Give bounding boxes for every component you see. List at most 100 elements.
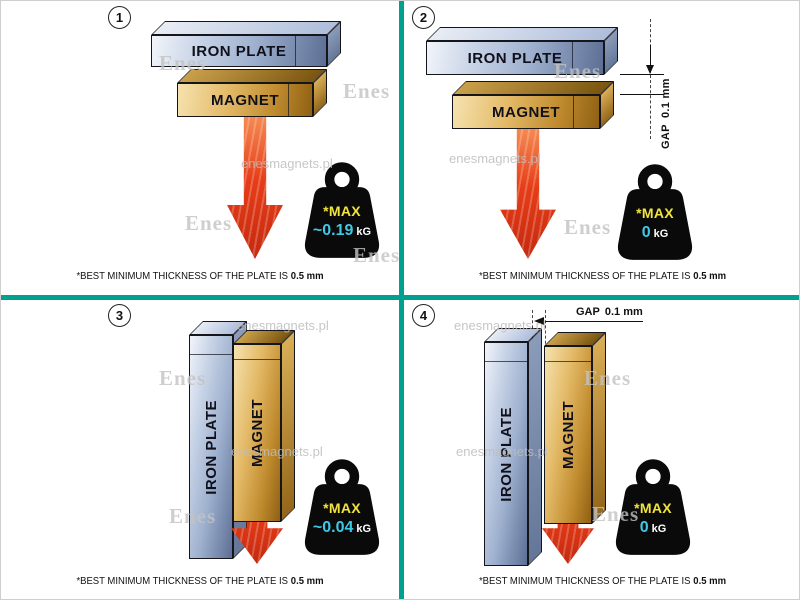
enes-logo-watermark: Enes bbox=[564, 215, 612, 239]
dimension-dashed-line bbox=[545, 310, 546, 354]
magnet-front-face: MAGNET bbox=[233, 344, 281, 522]
footnote-text: *BEST MINIMUM THICKNESS OF THE PLATE IS bbox=[76, 576, 288, 587]
iron-plate: IRON PLATE bbox=[426, 27, 618, 75]
enes-logo-watermark: Enes bbox=[343, 79, 391, 103]
kettlebell-shape bbox=[304, 162, 380, 258]
plate-top-face bbox=[151, 21, 341, 35]
magnet-label: MAGNET bbox=[559, 401, 577, 469]
weight-value-number: 0 bbox=[641, 224, 651, 241]
plate-label: IRON PLATE bbox=[191, 42, 287, 60]
magnet: MAGNET bbox=[452, 81, 614, 129]
iron-plate: IRON PLATE bbox=[484, 328, 542, 566]
panel-number-badge: 4 bbox=[412, 304, 435, 327]
magnet: MAGNET bbox=[544, 332, 606, 524]
magnet-front-face: MAGNET bbox=[177, 83, 313, 117]
gap-value: 0.1 mm bbox=[604, 306, 643, 318]
panel-number-badge: 3 bbox=[108, 304, 131, 327]
panel-number: 1 bbox=[115, 10, 124, 25]
magnet-label: MAGNET bbox=[211, 91, 279, 109]
panel-3: 3 Enes Enes enesmagnets.pl enesmagnets.p… bbox=[1, 300, 399, 599]
enes-logo-watermark: Enes bbox=[554, 59, 602, 83]
plate-label: IRON PLATE bbox=[467, 49, 563, 67]
weight-unit: kG bbox=[651, 523, 667, 535]
footnote-bold: 0.5 mm bbox=[290, 576, 324, 587]
panel-number-badge: 2 bbox=[412, 6, 435, 29]
magnet-front-face: MAGNET bbox=[452, 95, 600, 129]
footnote-text: *BEST MINIMUM THICKNESS OF THE PLATE IS bbox=[76, 271, 288, 282]
plate-front-face: IRON PLATE bbox=[189, 335, 233, 559]
dimension-arrowhead-icon bbox=[646, 65, 654, 74]
panel-number-badge: 1 bbox=[108, 6, 131, 29]
pull-force-arrow bbox=[227, 117, 283, 259]
kettlebell-shape bbox=[615, 459, 691, 555]
magnet-label: MAGNET bbox=[492, 103, 560, 121]
vertical-divider bbox=[399, 1, 404, 599]
site-watermark: enesmagnets.pl bbox=[449, 151, 541, 166]
enes-logo-watermark: Enes bbox=[169, 504, 217, 528]
gap-label: GAP 0.1 mm bbox=[660, 53, 672, 149]
panel-number: 3 bbox=[115, 308, 124, 323]
panel-number: 4 bbox=[419, 308, 428, 323]
iron-plate: IRON PLATE bbox=[151, 21, 341, 67]
site-watermark: enesmagnets.pl bbox=[237, 318, 329, 333]
magnet-front-face: MAGNET bbox=[544, 346, 592, 524]
dimension-dashed-line bbox=[650, 19, 651, 139]
kettlebell-shape bbox=[617, 164, 693, 260]
enes-logo-watermark: Enes bbox=[159, 366, 207, 390]
dimension-extension-line bbox=[620, 94, 664, 96]
enes-logo-watermark: Enes bbox=[353, 243, 401, 267]
weight-value-number: 0 bbox=[639, 519, 649, 536]
enes-logo-watermark: Enes bbox=[159, 51, 207, 75]
magnet-side-face bbox=[592, 332, 606, 524]
plate-front-face: IRON PLATE bbox=[484, 342, 528, 566]
site-watermark: enesmagnets.pl bbox=[454, 318, 546, 333]
panel-4: 4 Enes Enes enesmagnets.pl enesmagnets.p… bbox=[404, 300, 799, 599]
dimension-extension-line bbox=[620, 74, 664, 76]
weight-unit: kG bbox=[356, 226, 372, 238]
pull-force-arrow bbox=[500, 129, 556, 259]
panel-1: 1 Enes Enes Enes Enes enesmagnets.pl IRO… bbox=[1, 1, 399, 295]
dimension-line bbox=[545, 321, 643, 323]
plate-front-face: IRON PLATE bbox=[426, 41, 604, 75]
horizontal-divider bbox=[1, 295, 799, 300]
kettlebell-shape bbox=[304, 459, 380, 555]
gap-label: GAP 0.1 mm bbox=[576, 306, 643, 318]
plate-front-face: IRON PLATE bbox=[151, 35, 327, 67]
weight-unit: kG bbox=[356, 523, 372, 535]
enes-logo-watermark: Enes bbox=[592, 502, 640, 526]
gap-word: GAP bbox=[660, 124, 672, 149]
weight-value-number: ~0.04 bbox=[312, 519, 354, 536]
gap-value: 0.1 mm bbox=[660, 78, 672, 119]
footnote-text: *BEST MINIMUM THICKNESS OF THE PLATE IS bbox=[478, 576, 691, 587]
plate-label: IRON PLATE bbox=[202, 399, 220, 495]
weight-max-label: *MAX bbox=[323, 500, 361, 516]
dimension-arrowhead-icon bbox=[534, 317, 544, 325]
panel-number: 2 bbox=[419, 10, 428, 25]
weight-unit: kG bbox=[653, 228, 669, 240]
site-watermark: enesmagnets.pl bbox=[241, 156, 333, 171]
magnet-side-face bbox=[281, 330, 295, 522]
enes-logo-watermark: Enes bbox=[185, 211, 233, 235]
dimension-arrow-line bbox=[650, 45, 652, 65]
footnote-bold: 0.5 mm bbox=[290, 271, 324, 282]
magnet: MAGNET bbox=[233, 330, 295, 522]
plate-top-face bbox=[426, 27, 618, 41]
gap-word: GAP bbox=[576, 306, 600, 318]
iron-plate: IRON PLATE bbox=[189, 321, 247, 559]
weight-max-label: *MAX bbox=[323, 203, 361, 219]
footnote-bold: 0.5 mm bbox=[693, 271, 727, 282]
weight-max-label: *MAX bbox=[636, 205, 674, 221]
